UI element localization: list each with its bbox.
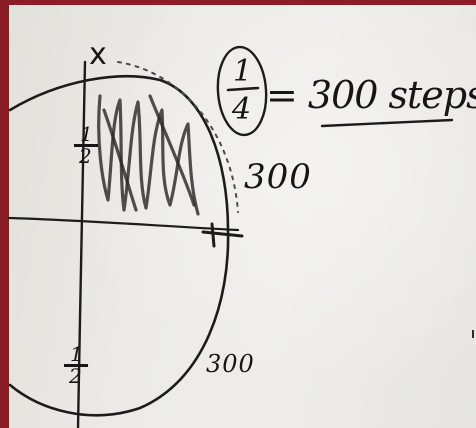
vertical-axis <box>76 60 87 428</box>
edge-mark <box>472 330 474 338</box>
start-marker: x <box>89 37 107 72</box>
fraction-bar <box>226 86 260 92</box>
axis-tick <box>201 222 244 248</box>
fraction-denominator: 4 <box>232 92 252 127</box>
steps-equation-text: = 300 steps <box>266 73 476 117</box>
half-bottom-denominator: 2 <box>69 364 82 388</box>
half-bottom-bar <box>64 364 88 367</box>
half-fraction-top: 1 2 <box>74 122 98 168</box>
half-fraction-bottom: 1 2 <box>64 342 88 388</box>
half-top-numerator: 1 <box>80 122 93 146</box>
quarter-fraction: 1 4 <box>221 50 263 130</box>
horizontal-axis <box>7 216 240 232</box>
half-top-bar <box>74 144 98 147</box>
fraction-circle <box>216 45 268 137</box>
quarter-shading <box>97 94 200 216</box>
dashed-quarter-arc <box>117 61 239 213</box>
quarter-steps-label: 300 <box>244 157 312 197</box>
half-bottom-numerator: 1 <box>70 342 83 366</box>
circle-outline <box>8 74 230 417</box>
half-top-denominator: 2 <box>79 144 92 168</box>
bottom-steps-label: 300 <box>206 350 255 378</box>
fraction-numerator: 1 <box>233 54 253 89</box>
steps-underline <box>320 118 454 128</box>
quarter-shading-scribble <box>102 94 196 212</box>
